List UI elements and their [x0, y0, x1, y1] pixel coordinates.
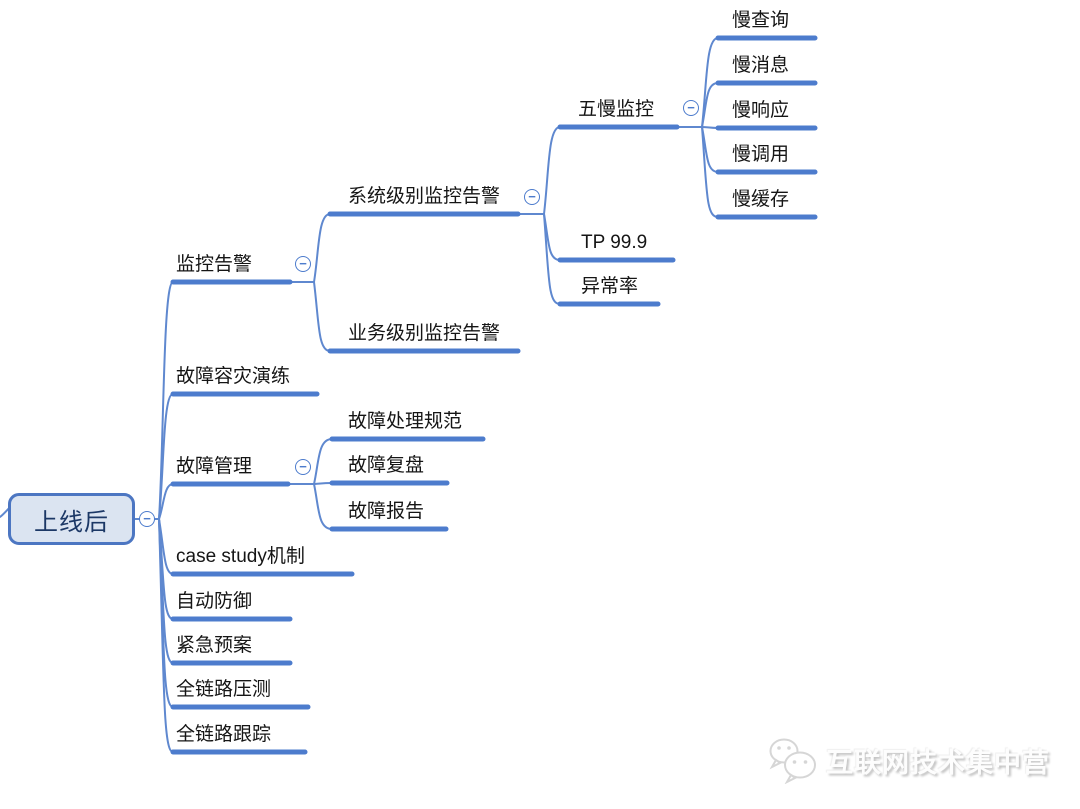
topic-fault-handling-spec[interactable]: 故障处理规范 [348, 411, 463, 432]
topic-case-study[interactable]: case study机制 [176, 546, 305, 567]
branch-curve-five-slow-cache [701, 126, 719, 218]
branch-curve-root-disaster-drill [158, 393, 174, 520]
collapse-button-monitoring[interactable]: − [295, 256, 311, 272]
topic-slow-query[interactable]: 慢查询 [732, 10, 790, 31]
topic-full-link-stress[interactable]: 全链路压测 [176, 679, 272, 700]
topic-auto-defense[interactable]: 自动防御 [176, 591, 253, 612]
topic-emergency-plan[interactable]: 紧急预案 [176, 635, 253, 656]
topic-business-monitoring[interactable]: 业务级别监控告警 [348, 323, 501, 344]
branch-curve-monitoring-business [313, 281, 331, 352]
branch-curve-fault-review [313, 482, 333, 485]
collapse-button-five-slow[interactable]: − [683, 100, 699, 116]
topic-disaster-drill[interactable]: 故障容灾演练 [176, 366, 291, 387]
topic-error-rate[interactable]: 异常率 [581, 276, 639, 297]
branch-curve-fault-report [313, 483, 333, 530]
topic-five-slow[interactable]: 五慢监控 [578, 99, 655, 120]
branch-curve-system-five-slow [543, 126, 561, 215]
watermark-text: 互联网技术集中营 [826, 747, 1050, 778]
topic-fault-report[interactable]: 故障报告 [348, 501, 425, 522]
branch-curve-system-error-rate [543, 213, 561, 305]
topic-root-label: 上线后 [34, 508, 109, 536]
topic-root[interactable]: 上线后 [8, 493, 135, 545]
branch-curve-root-full-link-trace [158, 518, 174, 753]
topic-system-monitoring[interactable]: 系统级别监控告警 [348, 186, 501, 207]
topic-slow-call[interactable]: 慢调用 [732, 144, 790, 165]
topic-full-link-trace[interactable]: 全链路跟踪 [176, 724, 272, 745]
branch-curve-five-slow-message [701, 82, 719, 128]
topic-fault-review[interactable]: 故障复盘 [348, 455, 425, 476]
collapse-button-root[interactable]: − [139, 511, 155, 527]
collapse-button-fault-management[interactable]: − [295, 459, 311, 475]
wechat-icon [769, 738, 816, 784]
topic-monitoring[interactable]: 监控告警 [176, 254, 253, 275]
topic-slow-message[interactable]: 慢消息 [732, 55, 790, 76]
topic-slow-response[interactable]: 慢响应 [732, 100, 790, 121]
topic-fault-management[interactable]: 故障管理 [176, 456, 253, 477]
watermark: 互联网技术集中营 [766, 736, 1050, 784]
branch-curve-fault-handling-spec [313, 438, 333, 485]
topic-slow-cache[interactable]: 慢缓存 [732, 189, 790, 210]
branch-curve-five-slow-query [701, 37, 719, 128]
collapse-button-system-monitoring[interactable]: − [524, 189, 540, 205]
branch-curve-monitoring-system [313, 213, 331, 283]
topic-tp999[interactable]: TP 99.9 [581, 232, 648, 253]
